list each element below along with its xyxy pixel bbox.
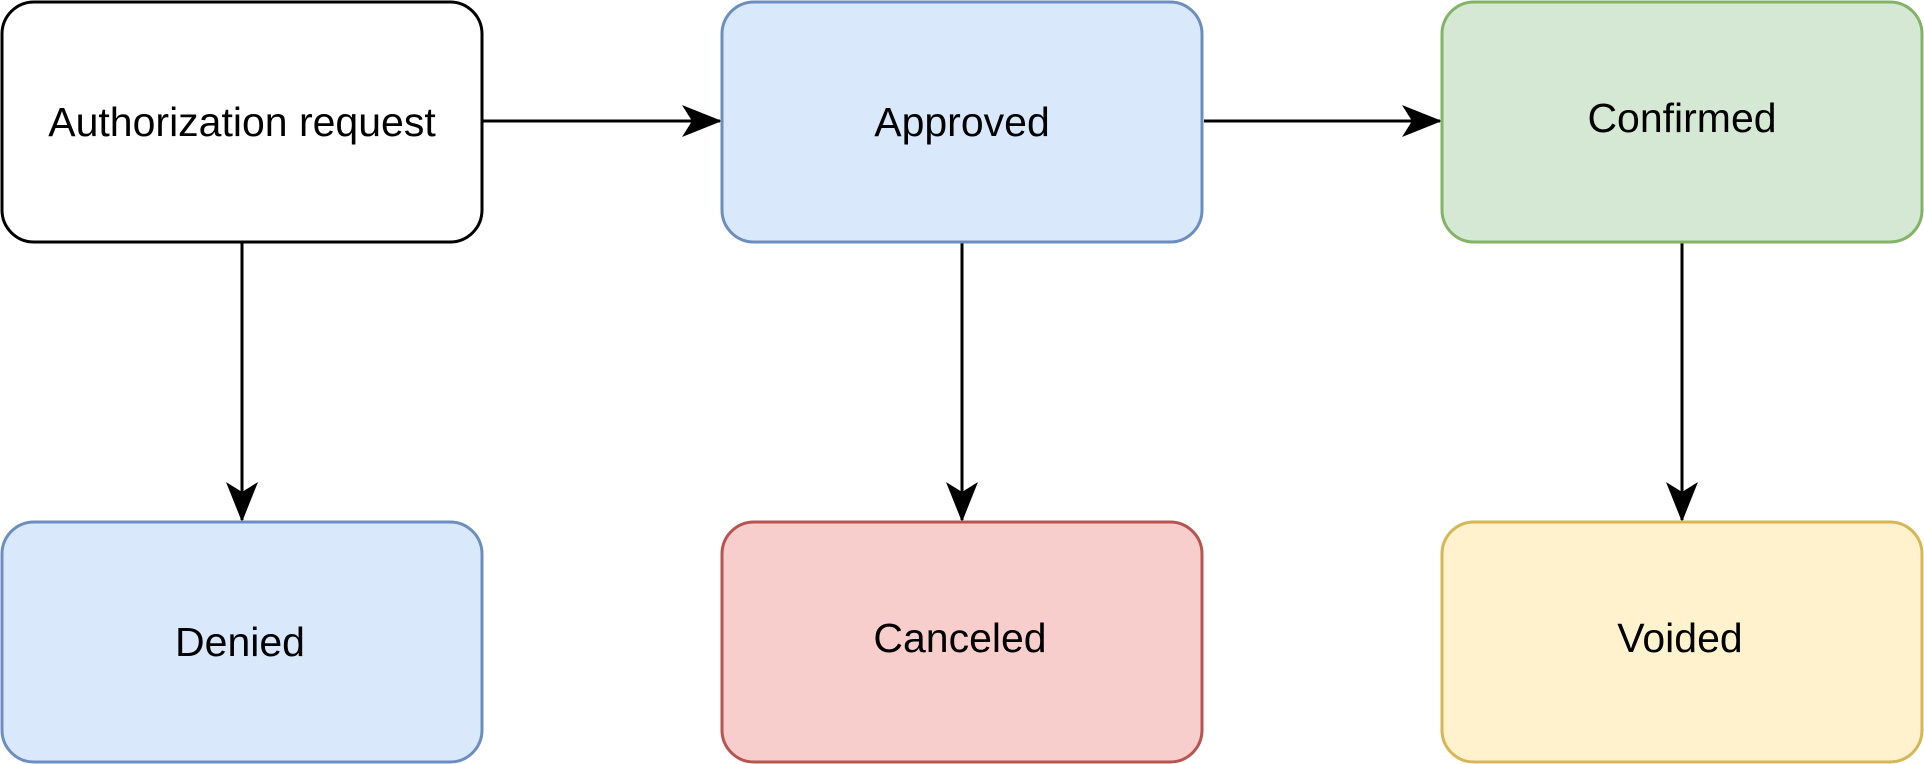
node-approved-box <box>720 0 1204 244</box>
node-confirmed-label: Confirmed <box>1587 95 1776 141</box>
node-voided-box <box>1440 520 1924 764</box>
node-canceled-label: Canceled <box>873 615 1046 661</box>
edges <box>226 105 1698 522</box>
node-canceled[interactable]: Canceled <box>720 520 1204 764</box>
node-authorization-request-label: Authorization request <box>48 99 436 145</box>
node-denied-box <box>0 520 484 764</box>
node-voided[interactable]: Voided <box>1440 520 1924 764</box>
node-approved-label: Approved <box>874 99 1050 145</box>
node-voided-label: Voided <box>1617 615 1742 661</box>
node-denied[interactable]: Denied <box>0 520 484 764</box>
node-approved[interactable]: Approved <box>720 0 1204 244</box>
node-confirmed[interactable]: Confirmed <box>1440 0 1924 244</box>
node-authorization-request-box <box>0 0 484 244</box>
node-denied-label: Denied <box>175 619 305 665</box>
node-confirmed-box <box>1440 0 1924 244</box>
node-canceled-box <box>720 520 1204 764</box>
node-authorization-request[interactable]: Authorization request <box>0 0 484 244</box>
